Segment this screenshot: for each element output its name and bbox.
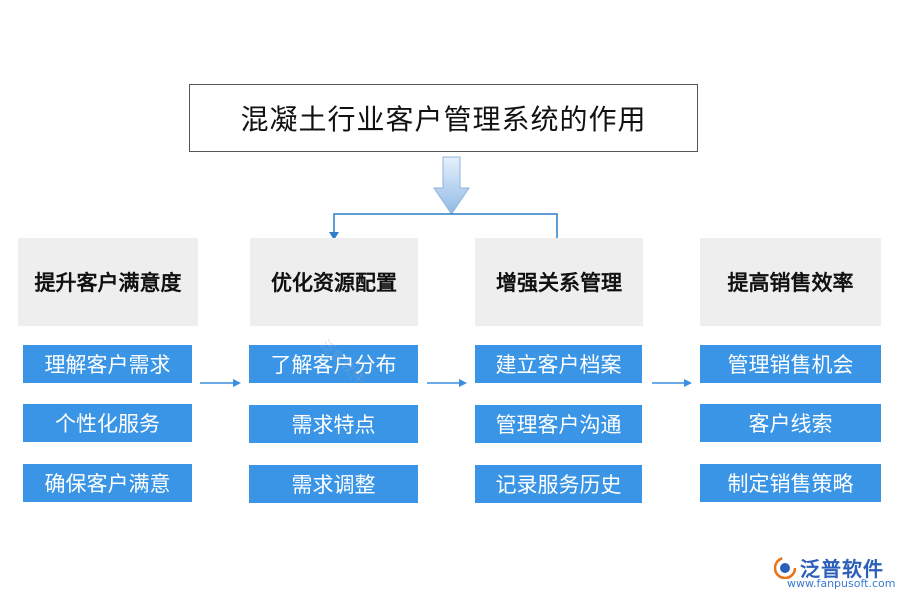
column-3-item-3: 记录服务历史 [475,465,642,503]
arrow-right-icon-2 [427,379,467,387]
column-header-3: 增强关系管理 [475,238,643,326]
arrow-right-icon-3 [652,379,692,387]
arrow-right-icon-1 [200,379,241,387]
column-4-item-3: 制定销售策略 [700,464,881,502]
column-header-1: 提升客户满意度 [18,238,198,326]
column-2-item-1: 了解客户分布 [249,345,418,383]
diagram-title: 混凝土行业客户管理系统的作用 [189,84,698,152]
brand-logo: 泛普软件 [774,553,884,582]
bracket-connector [333,213,558,238]
column-1-item-1: 理解客户需求 [23,345,192,383]
down-arrow-icon [433,156,470,215]
logo-url: www.fanpusoft.com [787,577,896,590]
column-3-item-2: 管理客户沟通 [475,405,642,443]
column-3-item-1: 建立客户档案 [475,345,642,383]
column-header-2: 优化资源配置 [250,238,418,326]
column-4-item-2: 客户线索 [700,404,881,442]
fanpu-logo-icon [774,556,796,579]
column-4-item-1: 管理销售机会 [700,345,881,383]
column-1-item-3: 确保客户满意 [23,464,192,502]
column-2-item-3: 需求调整 [249,465,418,503]
logo-name: 泛普软件 [800,557,884,581]
bracket-arrowhead-icon [329,232,339,240]
column-1-item-2: 个性化服务 [23,404,192,442]
column-2-item-2: 需求特点 [249,405,418,443]
column-header-4: 提高销售效率 [700,238,881,326]
